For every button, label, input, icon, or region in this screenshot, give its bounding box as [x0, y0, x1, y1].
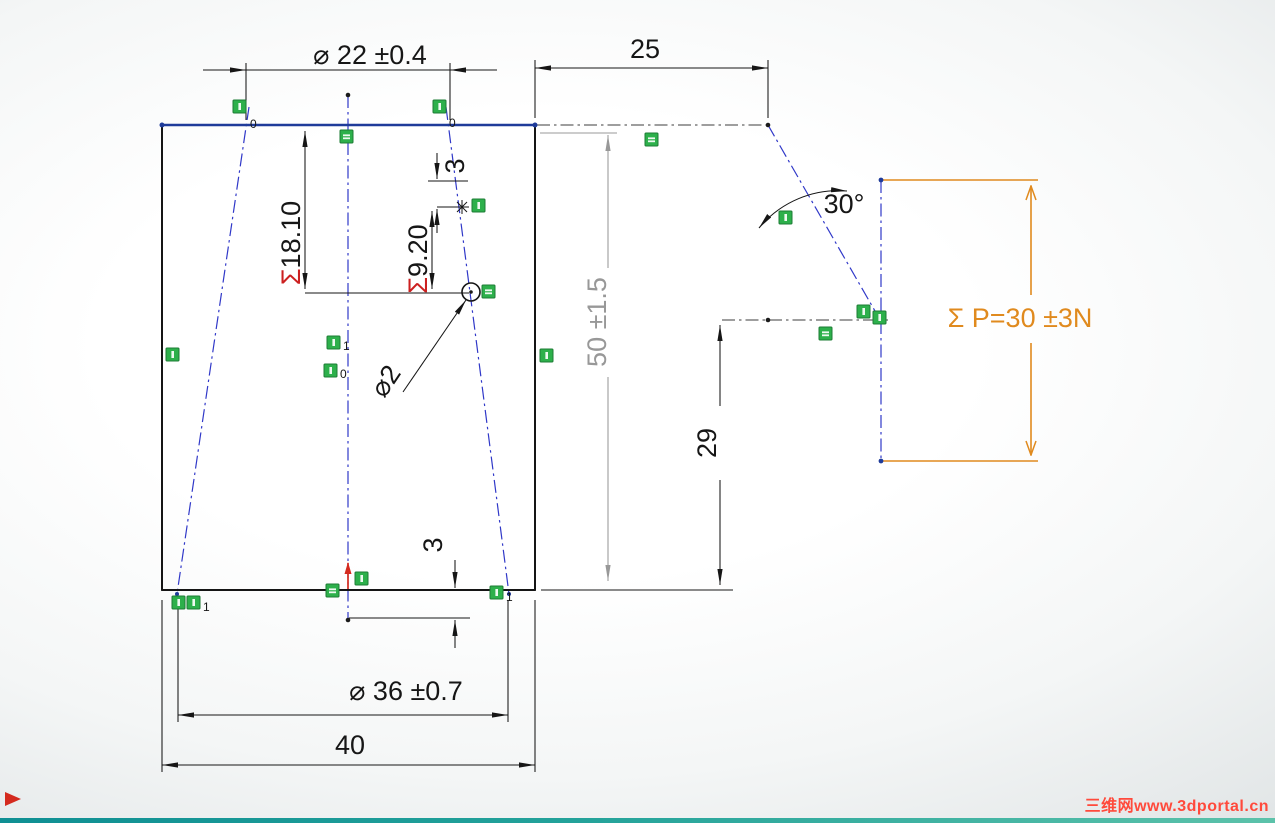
relation-icon[interactable] [165, 347, 180, 362]
relation-icon[interactable] [856, 304, 871, 319]
construction-line-right-slant[interactable] [445, 106, 510, 595]
relation-icon[interactable] [489, 585, 504, 600]
point-marker[interactable] [455, 200, 469, 214]
dimension-sum-9[interactable]: Σ9.20 [403, 206, 458, 294]
dimension-offset-25[interactable]: 25 [534, 34, 769, 118]
dimension-gap-top[interactable]: 3 [428, 153, 470, 233]
relation-subscript: 0 [340, 367, 347, 381]
dimension-sum-18[interactable]: Σ18.10 [276, 131, 469, 294]
relation-icon[interactable] [872, 310, 887, 325]
relation-icon[interactable] [171, 595, 186, 610]
relation-icon[interactable] [644, 132, 659, 147]
relation-icon[interactable] [481, 284, 496, 299]
dimension-sum9-label[interactable]: Σ9.20 [403, 224, 433, 293]
dimension-angle-30-label[interactable]: 30° [824, 189, 865, 219]
dimension-gap-top-label[interactable]: 3 [440, 158, 470, 173]
relation-icon[interactable] [339, 129, 354, 144]
dimension-25-label[interactable]: 25 [630, 34, 660, 64]
dimension-dia-hole[interactable]: ⌀2 [364, 299, 467, 403]
annotation-force[interactable]: Σ P=30 ±3N [881, 179, 1093, 462]
relation-subscript: 1 [203, 600, 210, 614]
dimension-dia-bottom[interactable]: ⌀ 36 ±0.7 [177, 600, 509, 722]
relation-icons[interactable] [165, 99, 887, 610]
triad-arrow-icon [5, 792, 21, 806]
dimension-dia-bottom-label[interactable]: ⌀ 36 ±0.7 [349, 676, 463, 706]
relation-icon[interactable] [539, 348, 554, 363]
dimension-height-50-label[interactable]: 50 ±1.5 [582, 277, 612, 367]
sketch-circle-hole[interactable] [461, 282, 481, 302]
annotation-force-label[interactable]: Σ P=30 ±3N [948, 303, 1093, 333]
relation-icon[interactable] [323, 363, 338, 378]
relation-subscript: 1 [343, 339, 350, 353]
dimension-dia-top[interactable]: ⌀ 22 ±0.4 [203, 40, 497, 120]
relation-subscript: 0 [449, 116, 456, 130]
construction-line-left-slant[interactable] [176, 106, 250, 595]
relation-subscripts: 0 0 1 0 1 1 [203, 116, 513, 614]
dimension-dia-top-label[interactable]: ⌀ 22 ±0.4 [313, 40, 427, 70]
dimension-angle-30[interactable]: 30° [758, 187, 865, 229]
relation-icon[interactable] [778, 210, 793, 225]
relation-icon[interactable] [354, 571, 369, 586]
relation-icon[interactable] [186, 595, 201, 610]
dimension-height-29[interactable]: 29 [541, 325, 733, 591]
dimension-width-40-label[interactable]: 40 [335, 730, 365, 760]
relation-icon[interactable] [325, 583, 340, 598]
relation-icon[interactable] [232, 99, 247, 114]
relation-subscript: 0 [250, 117, 257, 131]
sketch-points[interactable] [159, 92, 884, 623]
construction-lines[interactable] [176, 95, 888, 622]
dimension-gap-bottom[interactable]: 3 [349, 537, 470, 648]
dimension-dia-hole-label[interactable]: ⌀2 [364, 360, 406, 403]
relation-subscript: 1 [506, 590, 513, 604]
relation-icon[interactable] [471, 198, 486, 213]
dimension-height-29-label[interactable]: 29 [692, 428, 722, 458]
watermark: 三维网www.3dportal.cn [1084, 798, 1269, 815]
status-bar [0, 818, 1275, 823]
dimension-width-40[interactable]: 40 [161, 600, 536, 772]
sketch-profile[interactable] [160, 123, 537, 591]
relation-icon[interactable] [326, 335, 341, 350]
relation-icon[interactable] [432, 99, 447, 114]
relation-icon[interactable] [818, 326, 833, 341]
dimension-gap-bottom-label[interactable]: 3 [418, 537, 448, 552]
dimension-height-50[interactable]: 50 ±1.5 [540, 132, 617, 581]
dimension-sum18-label[interactable]: Σ18.10 [276, 201, 306, 285]
